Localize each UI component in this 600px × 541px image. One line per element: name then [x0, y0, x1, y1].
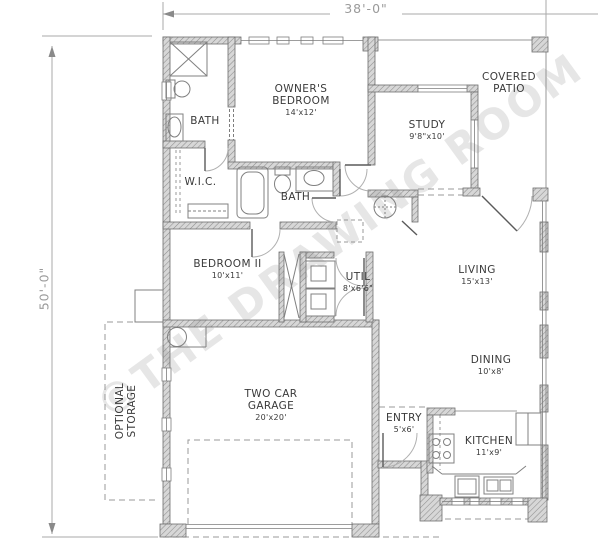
patio-outline: [378, 39, 547, 193]
door-arc: [204, 147, 229, 172]
dashed-lines: [104, 150, 540, 538]
door-arc: [335, 287, 365, 317]
room-label-owners-bedroom: OWNER'S BEDROOM 14'x12': [272, 83, 330, 118]
window: [417, 84, 468, 93]
garage-door: [186, 524, 352, 529]
window: [451, 497, 465, 506]
window: [322, 36, 344, 45]
door-arc: [335, 257, 365, 287]
sink-icon: [295, 166, 334, 192]
window: [469, 497, 480, 506]
room-label-wic: W.I.C.: [184, 176, 217, 188]
door-leaf: [401, 220, 418, 236]
room-label-optional-storage: OPTIONAL STORAGE: [113, 382, 138, 440]
top-dimension-label: 38'-0": [330, 1, 402, 16]
door-arc: [311, 197, 337, 223]
window: [470, 119, 479, 169]
window: [248, 36, 270, 45]
room-label-bath-1: BATH: [190, 115, 220, 127]
window: [511, 497, 524, 506]
toilet-icon: [165, 79, 191, 99]
door-leaf: [481, 195, 518, 232]
stove-icon: [428, 433, 455, 464]
closet-shelf: [187, 203, 229, 219]
room-label-dining: DINING 10'x8': [470, 354, 512, 377]
refrigerator-icon: [515, 412, 542, 446]
attic-access: [336, 219, 364, 243]
room-label-entry: ENTRY 5'x6': [386, 412, 422, 435]
washer-icon: [305, 260, 336, 289]
counter: [431, 465, 527, 475]
door-arc: [251, 228, 281, 258]
bathtub-icon: [236, 166, 269, 219]
garage-door-ceiling-outline: [187, 439, 353, 524]
room-label-bedroom-2: BEDROOM II 10'x11': [193, 258, 262, 281]
room-label-bath-2: BATH: [280, 191, 311, 203]
window: [161, 417, 172, 432]
doors: [204, 109, 533, 468]
window: [489, 497, 502, 506]
shower-icon: [169, 41, 208, 77]
door-arc: [516, 195, 533, 232]
left-dimension-label: 50'-0": [36, 266, 52, 311]
room-label-living: LIVING 15'x13': [458, 264, 496, 287]
door-arc: [344, 164, 372, 192]
window-seat: [134, 289, 163, 323]
dishwasher-icon: [454, 475, 480, 498]
room-label-util: UTIL 8'x6'6": [342, 271, 374, 294]
room-label-garage: TWO CAR GARAGE 20'x20': [244, 388, 298, 423]
fixtures: [134, 41, 542, 498]
room-label-kitchen: KITCHEN 11'x9': [464, 435, 514, 458]
room-label-study: STUDY 9'8"x10': [408, 119, 446, 142]
window: [161, 467, 172, 482]
water-heater-icon: [373, 195, 397, 219]
window: [300, 36, 314, 45]
window: [161, 367, 172, 382]
window: [276, 36, 290, 45]
linen-closet: [283, 253, 300, 319]
kitchen-sink-icon: [483, 476, 514, 495]
room-label-covered-patio: COVERED PATIO: [481, 71, 537, 96]
sink-icon: [165, 113, 184, 142]
toilet-icon: [274, 166, 291, 194]
optional-storage-outline: [104, 321, 163, 501]
door-arc: [382, 432, 418, 468]
garage-water-heater-icon: [167, 327, 207, 348]
dryer-icon: [305, 288, 336, 317]
